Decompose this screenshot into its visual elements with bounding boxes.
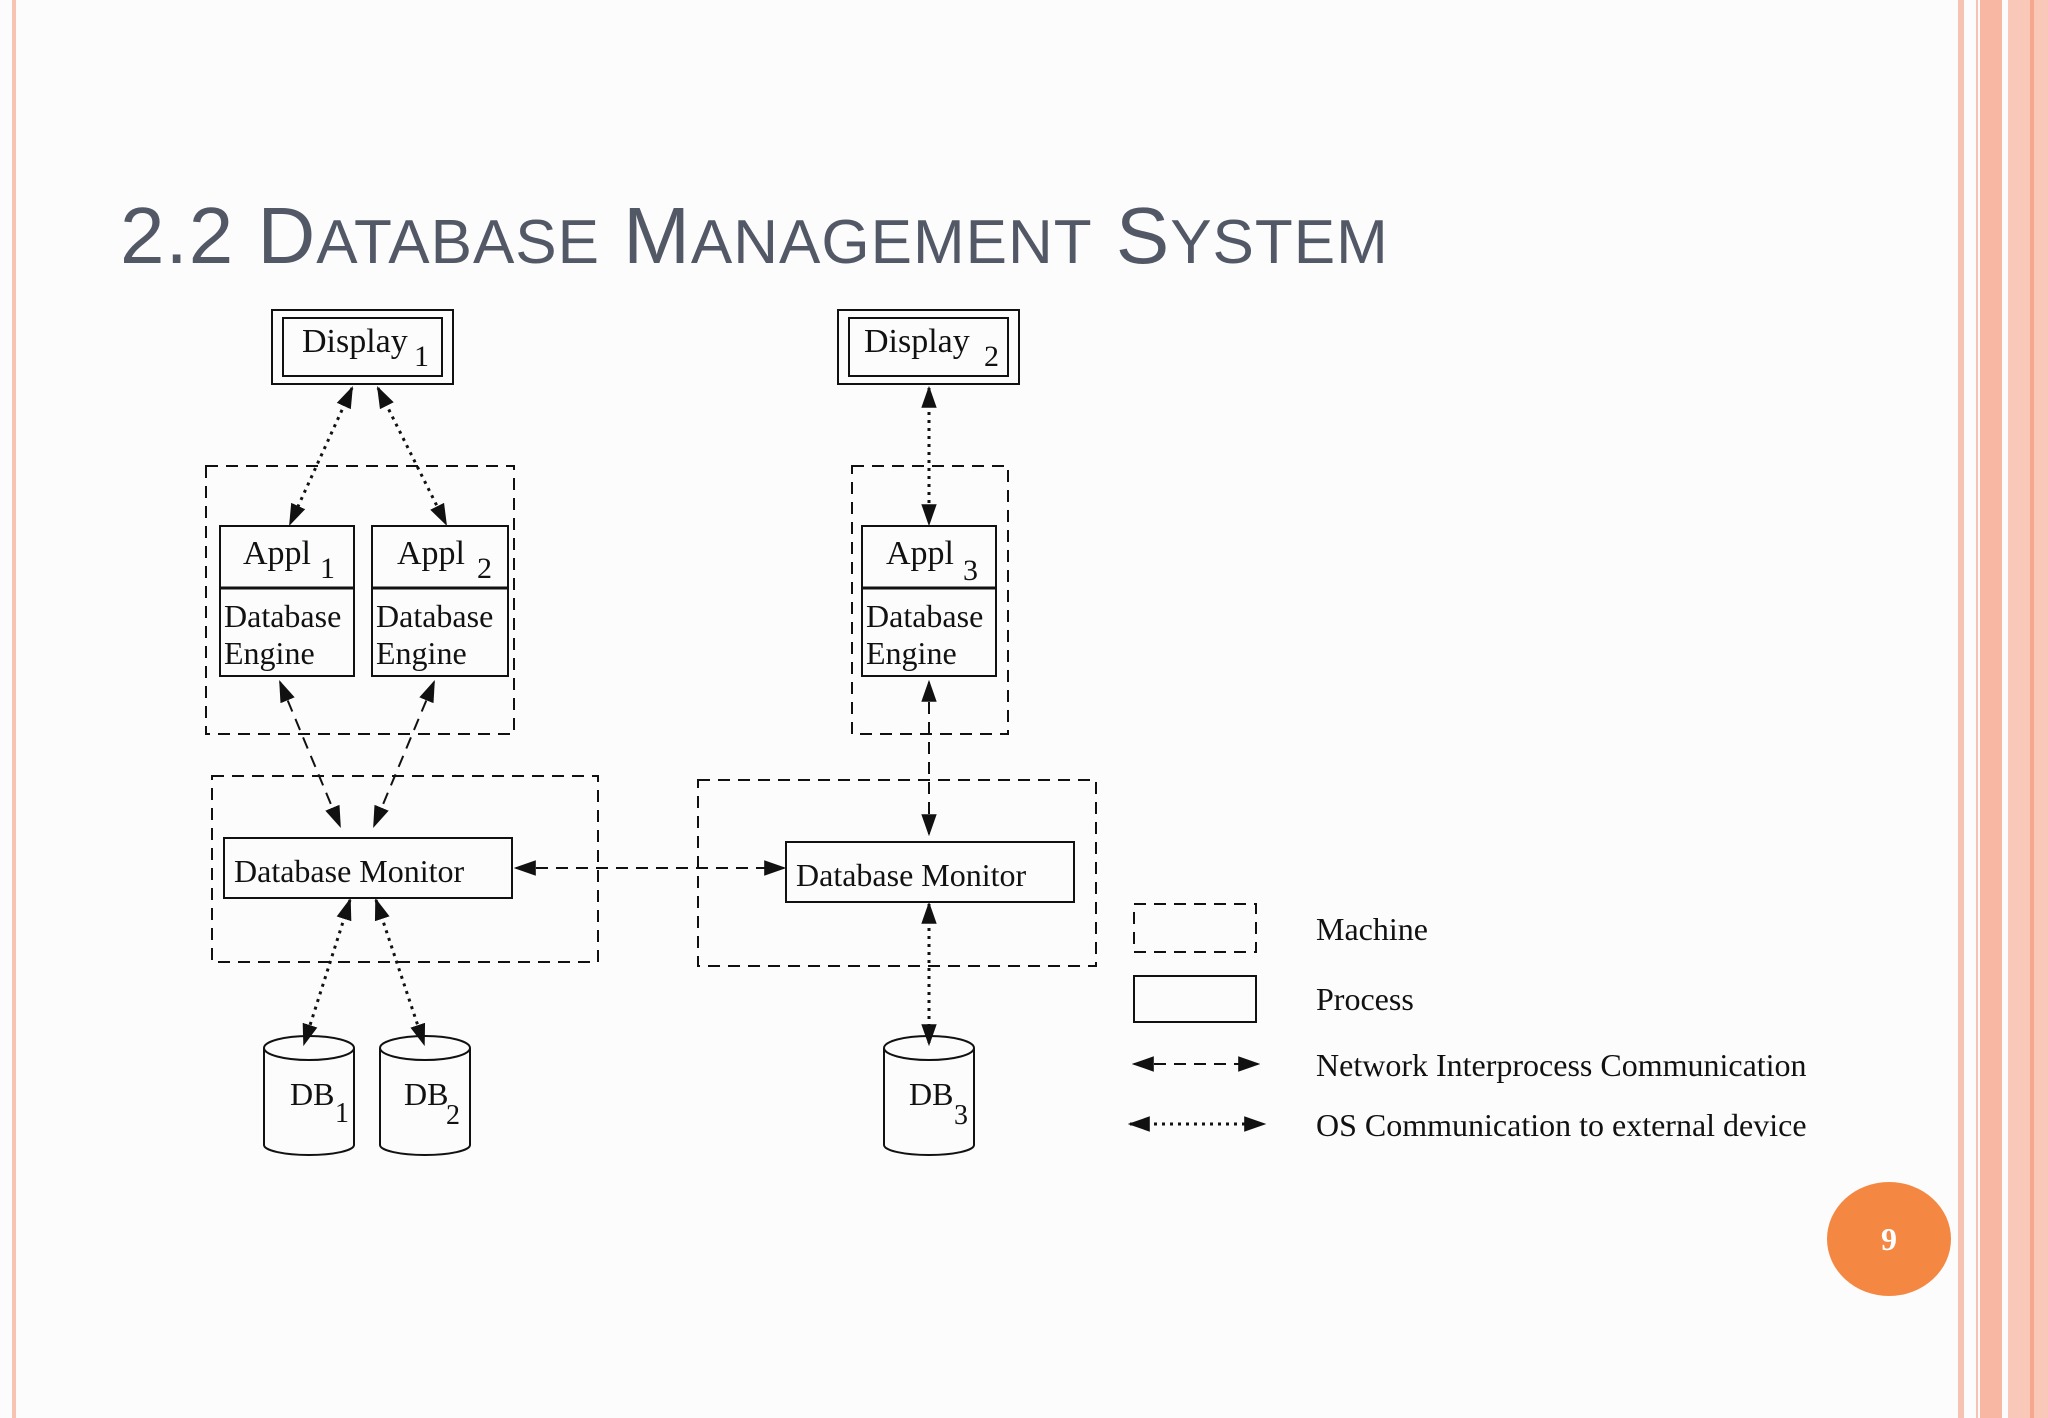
legend-machine-swatch <box>1133 903 1257 953</box>
process-monitor-1: Database Monitor <box>223 837 513 899</box>
db-3-cylinder: DB 3 <box>883 1035 975 1156</box>
arrow-engine2-monitor1 <box>373 679 435 829</box>
appl-2-sub: 2 <box>477 552 492 585</box>
page-number-badge: 9 <box>1827 1182 1951 1296</box>
appl-1-label: Appl <box>243 535 311 572</box>
legend: Machine Process Network Interprocess Com… <box>1127 903 1807 1143</box>
engine-2-line2: Engine <box>376 635 467 671</box>
page-title: 2.2 DATABASE MANAGEMENT SYSTEM <box>120 191 1389 280</box>
display-1-sub: 1 <box>414 340 429 373</box>
db-1-sub: 1 <box>335 1098 349 1129</box>
db-1-cylinder: DB 1 <box>263 1035 355 1156</box>
engine-3-line2: Engine <box>866 635 957 671</box>
arrow-monitor1-db1 <box>302 897 352 1047</box>
machine-box-apps-left <box>205 465 515 735</box>
monitor-2-label: Database Monitor <box>796 857 1027 893</box>
arrow-display1-appl1 <box>288 385 354 527</box>
db-2-label: DB <box>404 1076 448 1112</box>
display-2-label: Display <box>864 323 970 360</box>
db-2-cylinder: DB 2 <box>379 1035 471 1156</box>
db-1-label: DB <box>290 1076 334 1112</box>
display-2-sub: 2 <box>984 340 999 373</box>
network-ipc-arrows <box>279 679 937 876</box>
border-stripe <box>2008 0 2048 1418</box>
border-stripe <box>1958 0 1964 1418</box>
arrow-display1-appl2 <box>376 386 448 526</box>
legend-os-label: OS Communication to external device <box>1316 1107 1807 1143</box>
legend-network-label: Network Interprocess Communication <box>1316 1047 1807 1083</box>
db-2-sub: 2 <box>446 1100 460 1131</box>
appl-1-sub: 1 <box>320 552 335 585</box>
legend-machine-label: Machine <box>1316 911 1428 947</box>
border-stripe <box>1980 0 2002 1418</box>
display-1: Display 1 <box>271 309 454 385</box>
engine-2-line1: Database <box>376 598 493 634</box>
process-appl-1: Appl 1 Database Engine <box>219 525 355 677</box>
process-monitor-2: Database Monitor <box>785 841 1075 903</box>
engine-1-line1: Database <box>224 598 341 634</box>
appl-3-sub: 3 <box>963 554 978 587</box>
db-3-label: DB <box>909 1076 953 1112</box>
arrow-engine1-monitor1 <box>279 679 341 829</box>
arrow-monitor1-db2 <box>374 897 426 1047</box>
process-appl-3: Appl 3 Database Engine <box>861 525 997 677</box>
page-number: 9 <box>1881 1220 1897 1257</box>
engine-1-line2: Engine <box>224 635 315 671</box>
border-stripe <box>12 0 16 1418</box>
monitor-1-label: Database Monitor <box>234 853 465 889</box>
border-stripe <box>2030 0 2034 1418</box>
process-appl-2: Appl 2 Database Engine <box>371 525 509 677</box>
legend-process-label: Process <box>1316 981 1414 1017</box>
machine-box-monitor-right <box>697 779 1097 967</box>
legend-process-swatch <box>1133 975 1257 1023</box>
appl-2-label: Appl <box>397 535 465 572</box>
os-comm-arrows <box>288 385 937 1047</box>
db-3-sub: 3 <box>954 1100 968 1131</box>
display-2: Display 2 <box>837 309 1020 385</box>
appl-3-label: Appl <box>886 535 954 572</box>
border-stripe <box>1976 0 1978 1418</box>
display-1-label: Display <box>302 323 408 360</box>
engine-3-line1: Database <box>866 598 983 634</box>
